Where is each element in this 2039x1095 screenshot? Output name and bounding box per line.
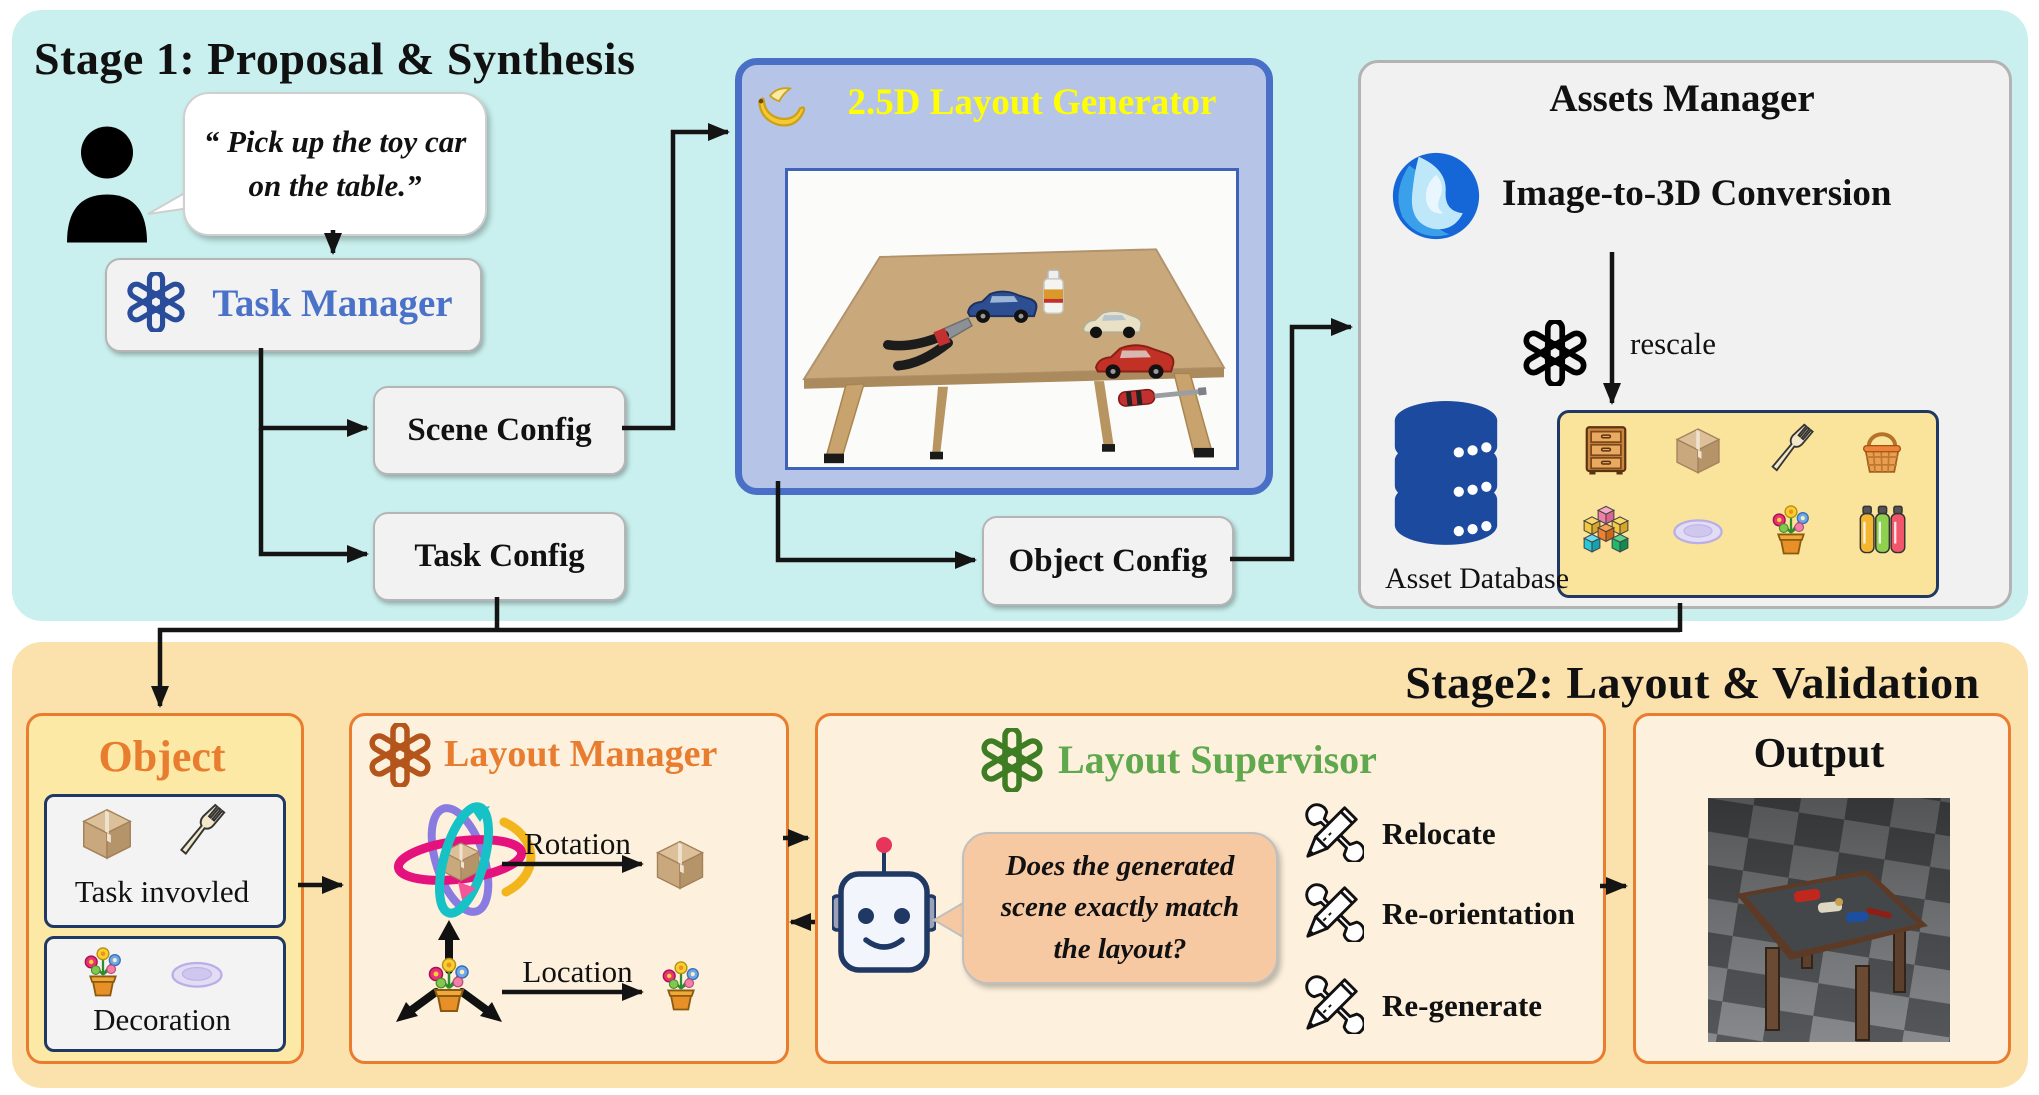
wrench-pencil-icon [1302,800,1364,862]
scene-config-box: Scene Config [373,386,626,475]
task-involved-box [44,794,286,928]
bottles-icon [1854,500,1912,558]
layout-manager-title: Layout Manager [444,733,718,775]
openai-icon-rescale [1522,320,1588,386]
robot-question-line1: Does the generated [1005,850,1235,883]
rotation-gyro-icon [393,802,536,918]
task-manager-label: Task Manager [212,281,453,325]
robot-question-bubble: Does the generated scene exactly match t… [962,832,1278,984]
openai-icon-task-manager [126,272,186,332]
banana-icon [752,74,810,132]
wrench-pencil-icon [1302,972,1364,1034]
assets-manager-title: Assets Manager [1549,76,1815,120]
task-config-box: Task Config [373,512,626,601]
user-person-icon [67,126,147,243]
action-reorientation-label: Re-orientation [1382,896,1575,931]
user-quote-bubble: “ Pick up the toy car on the table.” [183,92,487,236]
flower-pot-icon [652,956,710,1014]
plate-icon [168,944,226,1002]
wrench-pencil-icon [1302,880,1364,942]
output-title: Output [1753,731,1885,777]
image-to-3d-label: Image-to-3D Conversion [1502,173,1892,214]
robot-icon [832,837,936,973]
image-to-3d-logo-icon [1392,152,1480,240]
scene-config-label: Scene Config [407,412,592,448]
cardboard-box-icon [1670,422,1726,478]
openai-icon-layout-supervisor [980,728,1044,792]
object-config-label: Object Config [1008,542,1208,579]
output-render-image [1708,798,1950,1042]
asset-database-label: Asset Database [1384,562,1570,595]
openai-icon-layout-manager [368,723,432,787]
task-involved-label: Task invovled [74,874,250,909]
cardboard-box-icon [650,834,710,894]
rotation-label: Rotation [524,826,631,861]
layout-supervisor-title: Layout Supervisor [1058,737,1377,782]
action-regenerate-label: Re-generate [1382,988,1543,1023]
fork-icon [170,800,232,862]
task-config-label: Task Config [414,538,585,574]
layout-photo [785,168,1239,470]
rescale-label: rescale [1630,326,1717,361]
asset-database-icon [1383,390,1509,558]
action-relocate-label: Relocate [1382,816,1496,851]
layout-generator-title: 2.5D Layout Generator [847,81,1217,123]
cardboard-box-icon [76,802,138,864]
fork-icon [1762,420,1820,478]
plate-icon [1670,502,1726,558]
flower-pot-icon [1762,500,1820,558]
stage1-title: Stage 1: Proposal & Synthesis [34,33,636,84]
flower-pot-icon [74,942,132,1000]
robot-question-line3: the layout? [1053,932,1187,965]
drawer-icon [1578,422,1634,478]
robot-question-line2: scene exactly match [1000,891,1240,924]
basket-icon [1854,422,1910,478]
location-axes-icon [396,920,502,1022]
table-scene-image [788,171,1236,467]
location-label: Location [522,954,633,989]
stage2-title: Stage2: Layout & Validation [1405,656,1980,708]
user-quote-line1: “ Pick up the toy car [203,123,467,159]
toy-blocks-icon [1578,502,1634,558]
decoration-box [44,936,286,1052]
decoration-label: Decoration [93,1002,231,1037]
user-quote-line2: on the table.” [248,168,422,203]
object-panel-title: Object [98,731,226,781]
object-config-box: Object Config [982,516,1234,606]
